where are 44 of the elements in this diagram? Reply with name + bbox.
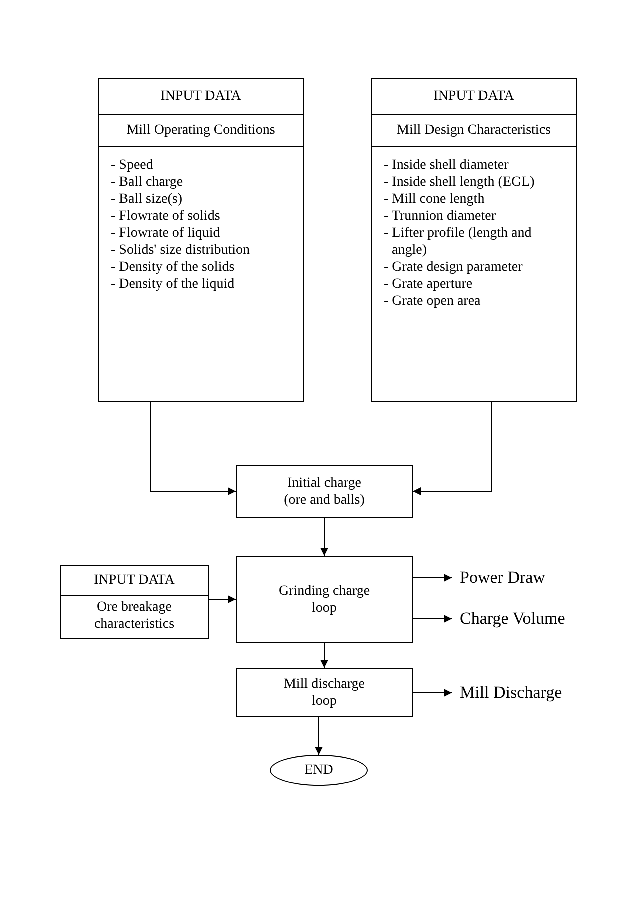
terminal-label: END	[304, 762, 334, 779]
output-label: Charge Volume	[452, 609, 622, 629]
process-box	[236, 668, 413, 717]
list-item: - Grate aperture	[384, 276, 474, 293]
section-subheading: Mill Operating Conditions	[126, 122, 276, 139]
list-item: - Speed	[111, 157, 154, 174]
list-item: - Flowrate of solids	[111, 208, 222, 225]
list-item: - Ball charge	[111, 174, 184, 191]
list-item: - Density of the liquid	[111, 276, 236, 293]
process-label: Grinding charge loop	[278, 582, 372, 616]
list-item: - Inside shell length (EGL)	[384, 174, 536, 191]
list-item: - Flowrate of liquid	[111, 225, 222, 242]
list-item: - Ball size(s)	[111, 191, 184, 208]
list-item: - Solids' size distribution	[111, 242, 252, 259]
arrow	[320, 642, 328, 668]
arrow	[150, 402, 236, 496]
section-heading: INPUT DATA	[160, 88, 242, 105]
list-item: - Density of the solids	[111, 259, 236, 276]
input-data-box	[98, 78, 304, 402]
arrow	[320, 518, 328, 556]
output-label: Power Draw	[452, 568, 602, 588]
arrow	[208, 596, 236, 604]
process-box	[236, 556, 413, 643]
list-item: - Mill cone length	[384, 191, 486, 208]
process-label: Mill discharge loop	[282, 676, 366, 710]
arrow	[412, 615, 452, 623]
list-item: - Lifter profile (length and angle)	[384, 225, 533, 259]
output-label: Mill Discharge	[452, 683, 622, 703]
list-item: - Trunnion diameter	[384, 208, 497, 225]
list-item: - Inside shell diameter	[384, 157, 510, 174]
section-heading: INPUT DATA	[434, 88, 514, 105]
arrow	[412, 574, 452, 582]
list-item: - Grate design parameter	[384, 259, 524, 276]
list-item: - Grate open area	[384, 293, 482, 310]
section-heading: INPUT DATA	[94, 572, 175, 589]
arrow	[315, 716, 323, 756]
arrow	[412, 689, 452, 697]
process-box	[236, 465, 413, 518]
input-data-box	[60, 565, 209, 639]
input-data-box	[371, 78, 577, 402]
arrow	[412, 402, 492, 496]
section-subheading: Ore breakage characteristics	[93, 599, 176, 633]
section-subheading: Mill Design Characteristics	[397, 122, 551, 139]
process-label: Initial charge (ore and balls)	[283, 474, 366, 508]
